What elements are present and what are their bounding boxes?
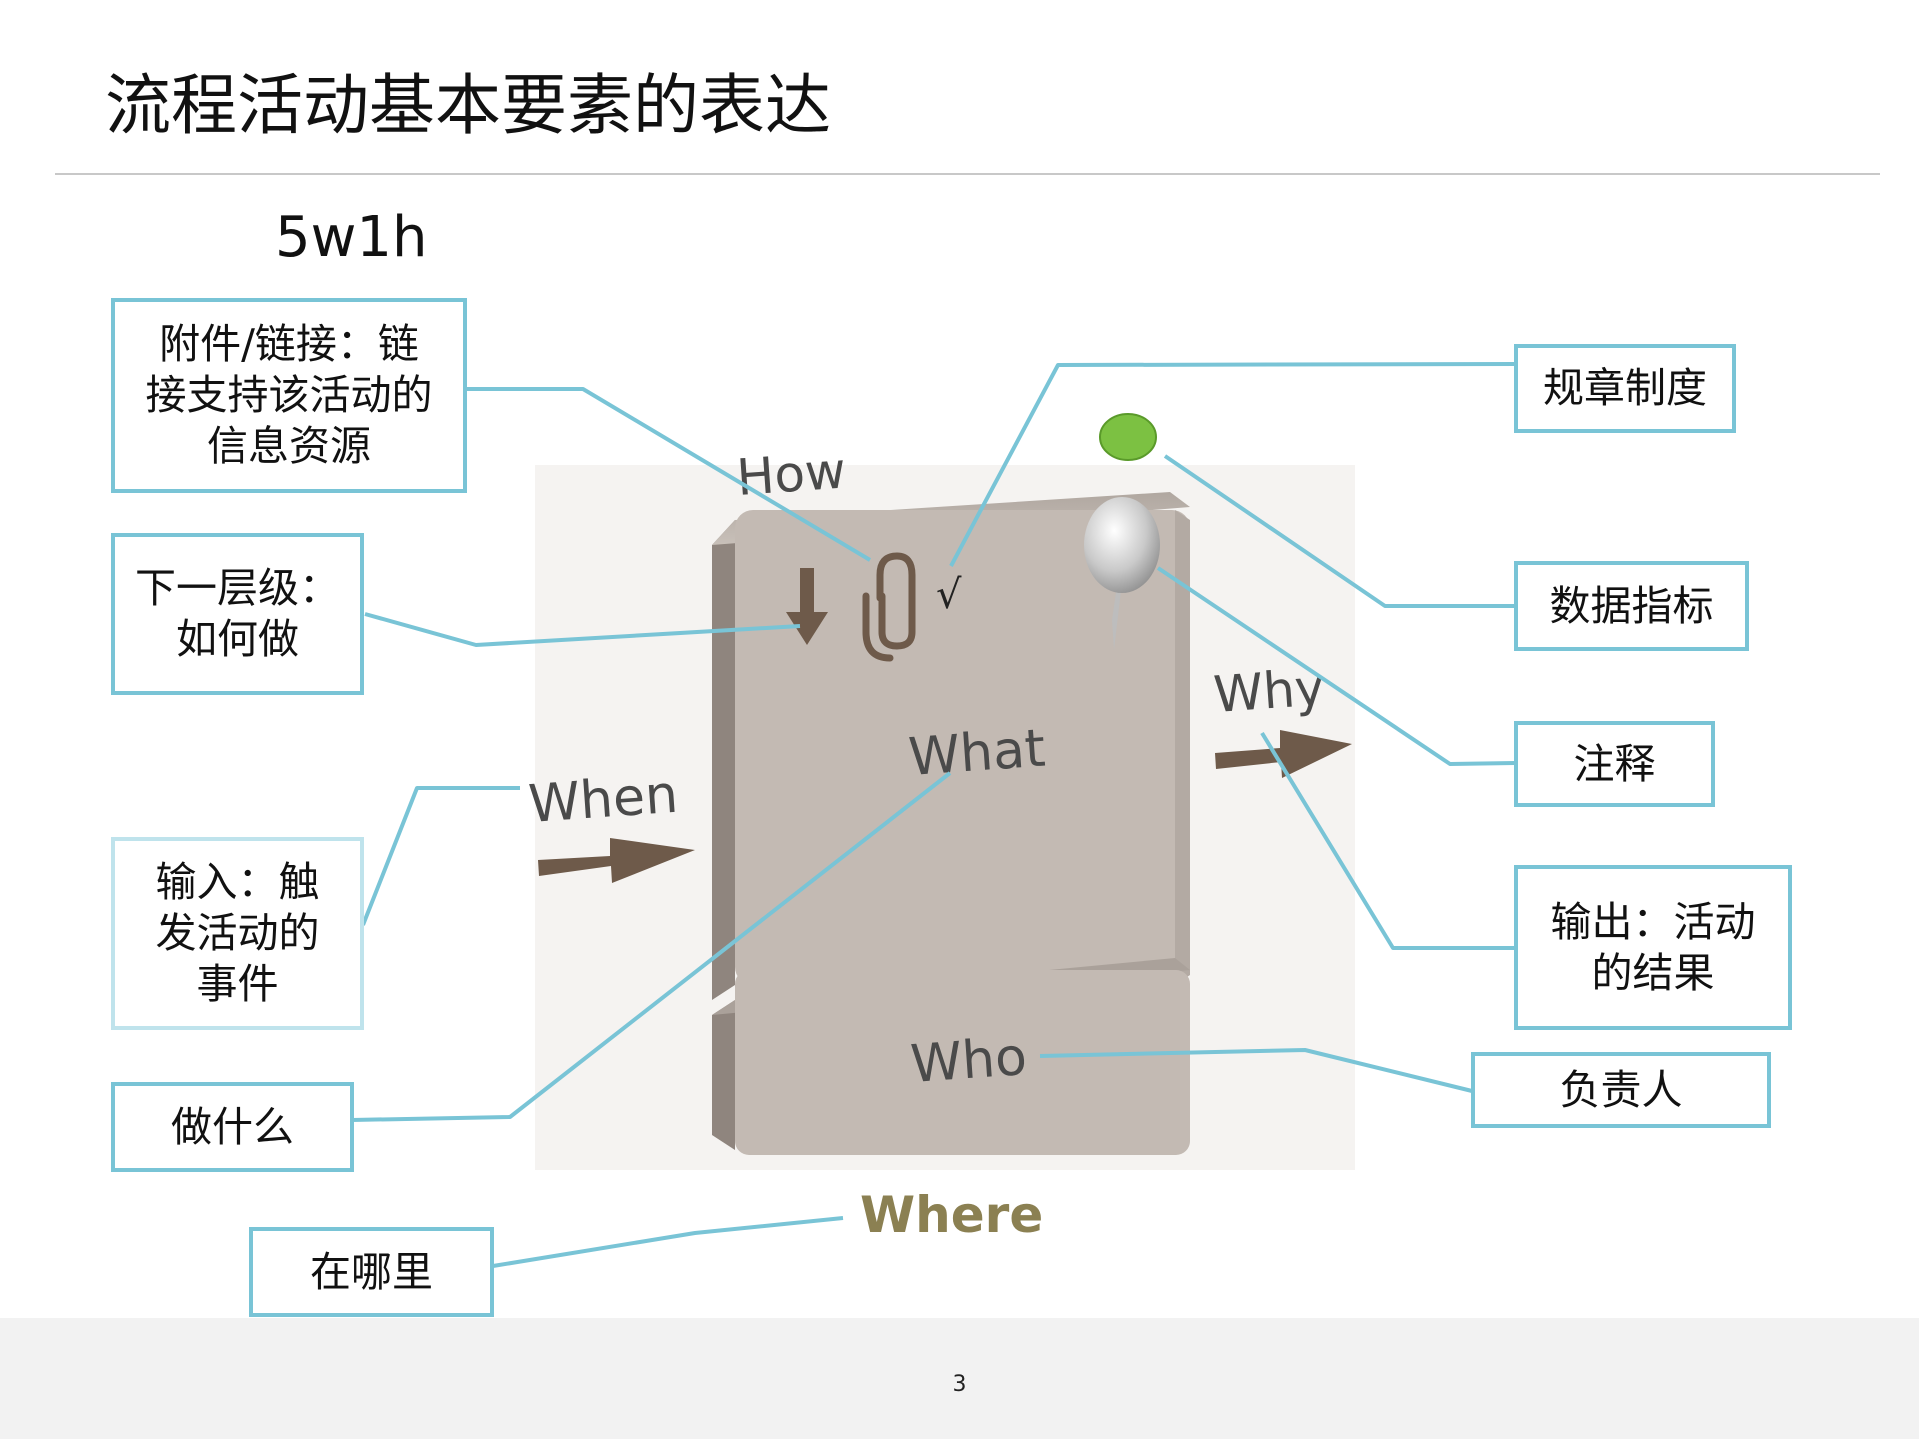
how-label: How (735, 442, 848, 507)
callout-where-text: 在哪里 (310, 1247, 433, 1298)
callout-line: 下一层级： (135, 564, 340, 613)
callout-sublevel-text: 下一层级： 如何做 (135, 563, 340, 665)
callout-line: 的结果 (1591, 948, 1715, 997)
callout-input: 输入：触 发活动的 事件 (111, 837, 364, 1030)
callout-rules: 规章制度 (1514, 344, 1736, 433)
callout-line: 规章制度 (1543, 364, 1707, 413)
who-left-side (712, 1000, 735, 1150)
connector-owner (1039, 1048, 1473, 1093)
connector-note (1156, 566, 1516, 766)
who-label: Who (909, 1027, 1029, 1095)
callout-metrics-text: 数据指标 (1550, 581, 1714, 632)
connector-metrics (1163, 454, 1515, 608)
slide-subtitle: 5w1h (275, 205, 428, 270)
activity-card (712, 492, 1190, 1000)
callout-line: 数据指标 (1549, 581, 1714, 630)
callout-output: 输出：活动 的结果 (1514, 865, 1792, 1030)
callout-what-text: 做什么 (171, 1102, 294, 1153)
callout-rules-text: 规章制度 (1543, 363, 1707, 414)
callout-sublevel: 下一层级： 如何做 (111, 533, 364, 695)
check-mark: √ (936, 572, 962, 618)
slide-title: 流程活动基本要素的表达 (105, 67, 831, 144)
page-number: 3 (952, 1372, 967, 1397)
callout-line: 如何做 (176, 615, 299, 663)
connector-rules (949, 362, 1516, 567)
card-right-shade (1175, 510, 1190, 985)
callout-note-text: 注释 (1574, 739, 1656, 790)
where-label: Where (860, 1186, 1044, 1244)
connector-sublevel (364, 612, 801, 647)
connector-output (1260, 731, 1515, 950)
connector-input (361, 786, 520, 926)
callout-line: 附件/链接：链 (159, 320, 419, 369)
down-arrow-icon (786, 568, 828, 645)
callout-line: 注释 (1573, 739, 1656, 788)
title-divider (55, 173, 1880, 175)
callout-owner: 负责人 (1471, 1052, 1771, 1128)
green-dot-icon (1099, 413, 1157, 461)
when-label: When (527, 765, 680, 835)
callout-where: 在哪里 (249, 1227, 494, 1317)
who-panel (712, 958, 1190, 1155)
paperclip-icon (862, 552, 916, 662)
callout-line: 信息资源 (207, 421, 371, 470)
connector-attachment (466, 387, 872, 562)
what-label: What (907, 719, 1047, 788)
callout-owner-text: 负责人 (1560, 1065, 1683, 1116)
when-input-arrow (538, 838, 695, 883)
callout-line: 做什么 (171, 1102, 294, 1151)
callout-what: 做什么 (111, 1082, 354, 1172)
callout-attachment: 附件/链接：链 接支持该活动的 信息资源 (111, 298, 467, 493)
why-output-arrow (1215, 730, 1352, 778)
callout-line: 输入：触 (155, 858, 320, 907)
who-face (735, 970, 1190, 1155)
callout-output-text: 输出：活动 的结果 (1551, 897, 1756, 999)
callout-input-text: 输入：触 发活动的 事件 (156, 857, 320, 1009)
callout-note: 注释 (1514, 721, 1715, 807)
connector-what (351, 771, 952, 1122)
callout-line: 输出：活动 (1550, 897, 1756, 946)
slide-footer (0, 1318, 1919, 1439)
pushpin-icon (1084, 497, 1160, 650)
connector-where (492, 1216, 844, 1268)
callout-line: 事件 (196, 959, 279, 1008)
card-left-side (712, 520, 735, 1000)
callout-line: 在哪里 (310, 1247, 433, 1296)
callout-attachment-text: 附件/链接：链 接支持该活动的 信息资源 (146, 319, 433, 471)
callout-metrics: 数据指标 (1514, 561, 1749, 651)
callout-line: 接支持该活动的 (145, 371, 433, 420)
callout-line: 负责人 (1559, 1065, 1683, 1114)
card-face (735, 510, 1190, 985)
callout-line: 发活动的 (155, 909, 320, 958)
